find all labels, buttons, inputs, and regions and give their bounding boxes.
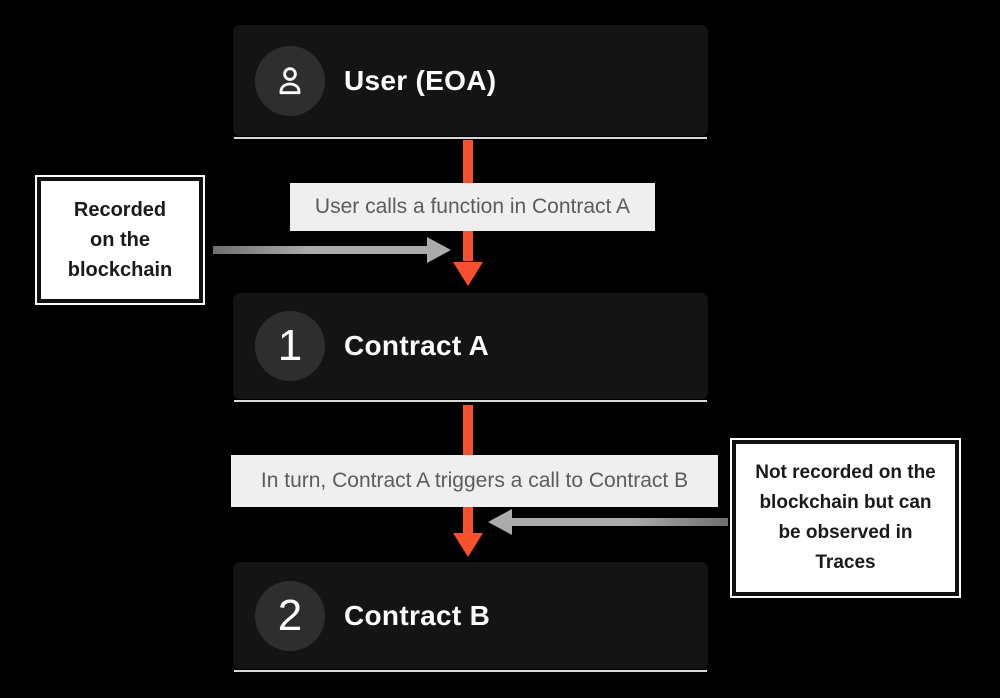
contract-a-number: 1 — [277, 321, 303, 370]
annotation-left-line-3: blockchain — [67, 259, 173, 281]
node-contract-b: 2 Contract B — [233, 562, 708, 672]
note-arrow-left-shaft — [213, 246, 427, 254]
note-arrow-right-left-arrowhead — [488, 509, 512, 535]
contract-a-number-badge: 1 — [255, 311, 325, 381]
flow-arrow-1-down-arrowhead — [453, 262, 483, 286]
user-avatar — [255, 45, 325, 116]
user-icon — [279, 66, 301, 94]
node-contract-a: 1 Contract A — [233, 293, 708, 402]
node-contract-a-label: Contract A — [344, 330, 490, 361]
annotation-not-recorded-traces: Not recorded on the blockchain but can b… — [732, 440, 959, 596]
node-user-label: User (EOA) — [344, 64, 497, 96]
flow-arrow-2-down-arrowhead — [453, 533, 483, 557]
annotation-right-line-3: be observed in — [778, 522, 913, 543]
edge-label-contract-a-triggers: In turn, Contract A triggers a call to C… — [231, 455, 718, 507]
annotation-right-line-1: Not recorded on the — [755, 462, 936, 483]
annotation-recorded-on-blockchain: Recorded on the blockchain — [37, 177, 203, 303]
annotation-right-line-2: blockchain but can — [759, 492, 932, 513]
contract-b-number-badge: 2 — [255, 580, 325, 651]
node-user-eoa: User (EOA) — [233, 25, 708, 139]
edge-label-user-call: User calls a function in Contract A — [290, 183, 655, 231]
annotation-left-line-2: on the — [90, 229, 150, 251]
annotation-right-line-4: Traces — [815, 552, 876, 573]
note-arrow-right-shaft — [512, 518, 728, 526]
note-arrow-left-right-arrowhead — [427, 237, 451, 263]
node-contract-b-label: Contract B — [344, 599, 491, 631]
annotation-left-line-1: Recorded — [73, 199, 167, 221]
contract-b-number: 2 — [277, 590, 303, 640]
